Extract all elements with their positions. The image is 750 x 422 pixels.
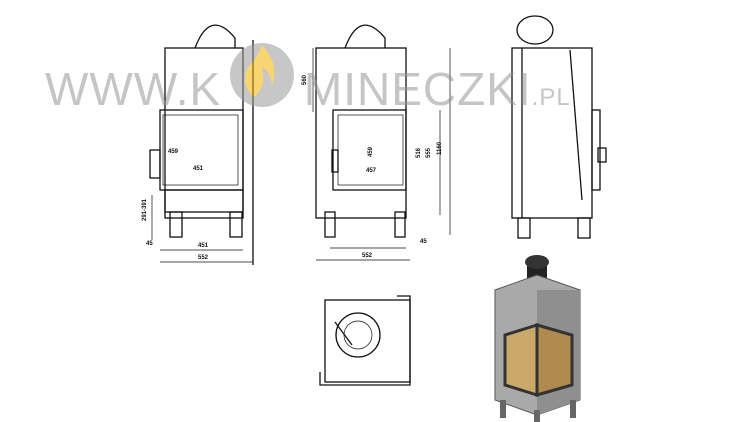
dim-label: 45	[146, 241, 153, 247]
dim-label: 45	[420, 239, 427, 245]
dim-label: 451	[193, 166, 204, 172]
door-handle	[331, 149, 339, 173]
dim-label: 516	[416, 147, 422, 158]
top-view	[319, 295, 411, 386]
right-view	[511, 15, 607, 239]
front-view: 459 451 291-391 45 451 552	[142, 24, 254, 265]
dim-label: 555	[426, 147, 432, 158]
dim-label: 560	[302, 74, 308, 85]
flue-elbow	[344, 24, 386, 49]
fireplace-3d-render	[494, 255, 581, 422]
flue-elbow	[194, 24, 236, 49]
dim-label: 291-391	[142, 198, 148, 221]
dim-label: 552	[362, 253, 373, 259]
flue-elbow	[516, 15, 554, 45]
watermark-brand: MINECZKI	[303, 63, 532, 115]
dim-label: 457	[366, 168, 377, 174]
glass-door	[503, 322, 539, 398]
watermark-suffix: .PL	[531, 84, 571, 111]
side-view: 560 459 516 555 1160 457 45 552	[302, 24, 451, 261]
dim-label: 459	[368, 146, 374, 157]
watermark-prefix: WWW.K	[45, 63, 222, 115]
dim-label: 552	[198, 255, 209, 261]
dim-label: 459	[168, 149, 179, 155]
dim-label: 451	[198, 243, 209, 249]
door-handle	[149, 149, 161, 179]
flame-logo-icon	[230, 43, 294, 107]
door-handle	[597, 147, 607, 163]
watermark: WWW.K MINECZKI.PL	[45, 62, 571, 116]
dim-label: 1160	[437, 141, 443, 155]
